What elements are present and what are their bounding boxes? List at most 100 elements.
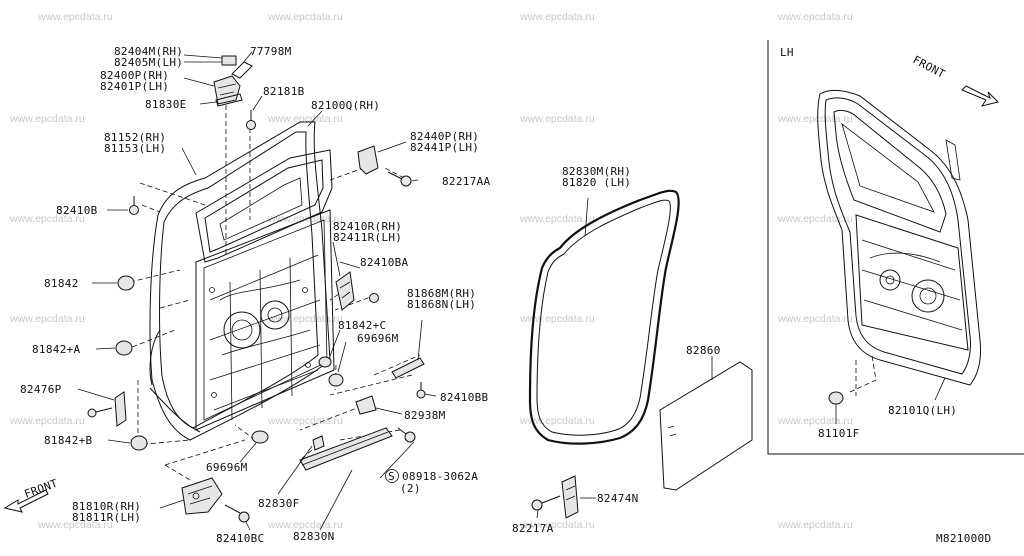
front-label: FRONT — [911, 53, 948, 81]
watermark: www.epcdata.ru — [267, 11, 343, 23]
watermark: www.epcdata.ru — [777, 213, 853, 225]
striker-bracket — [357, 145, 379, 175]
latch-part — [335, 271, 355, 311]
watermark: www.epcdata.ru — [519, 519, 595, 531]
label-81830e: 81830E — [145, 98, 187, 111]
rh-door-panel — [149, 121, 335, 441]
label-81810r: 81810R(RH) — [72, 500, 141, 513]
clip-part — [312, 435, 325, 451]
guide-part — [114, 391, 127, 427]
label-82860: 82860 — [686, 344, 721, 357]
cover-part — [221, 55, 237, 66]
label-82441p: 82441P(LH) — [410, 141, 479, 154]
watermark: www.epcdata.ru — [777, 11, 853, 23]
label-s-symbol: S — [388, 470, 395, 483]
label-81868n: 81868N(LH) — [407, 298, 476, 311]
label-82830m: 82830M(RH) — [562, 165, 631, 178]
bolt-part — [246, 120, 256, 130]
label-82474n: 82474N — [597, 492, 639, 505]
label-81153: 81153(LH) — [104, 142, 166, 155]
label-82404m: 82404M(RH) — [114, 45, 183, 58]
trim-strip — [299, 427, 393, 471]
bolt-part — [369, 293, 379, 303]
bracket-part — [561, 475, 579, 519]
label-08918: 08918-3062A — [402, 470, 478, 483]
label-81842b: 81842+B — [44, 434, 93, 447]
watermark: www.epcdata.ru — [267, 213, 343, 225]
front-arrow-main: FRONT — [3, 477, 60, 513]
label-82410r: 82410R(RH) — [333, 220, 402, 233]
plug-part — [828, 391, 844, 405]
label-82476p: 82476P — [20, 383, 62, 396]
bumper-part — [318, 356, 332, 368]
watermark: www.epcdata.ru — [267, 415, 343, 427]
weatherstrip-seal — [528, 189, 680, 445]
roller-hinge-part — [213, 75, 241, 105]
bolt-part — [238, 511, 250, 523]
bolt-part — [129, 205, 139, 215]
bolt-part — [531, 499, 543, 511]
label-82401p: 82401P(LH) — [100, 80, 169, 93]
label-77798m: 77798M — [250, 45, 292, 58]
plug-part — [251, 430, 269, 444]
watermark: www.epcdata.ru — [37, 519, 113, 531]
lh-inset-frame: LH FRONT — [767, 40, 1024, 455]
watermark: www.epcdata.ru — [9, 113, 85, 125]
label-81842a: 81842+A — [32, 343, 81, 356]
label-82410bb: 82410BB — [440, 391, 489, 404]
bracket-part — [355, 395, 377, 415]
watermark: www.epcdata.ru — [519, 11, 595, 23]
label-82410b: 82410B — [56, 204, 98, 217]
front-arrow-inset: FRONT — [911, 53, 999, 107]
watermark: www.epcdata.ru — [267, 313, 343, 325]
label-82830f: 82830F — [258, 497, 300, 510]
guide-part — [391, 357, 425, 379]
label-69696m-b: 69696M — [206, 461, 248, 474]
lh-door-panel — [817, 89, 981, 386]
watermark: www.epcdata.ru — [37, 11, 113, 23]
bumper-part — [117, 275, 135, 291]
label-81842: 81842 — [44, 277, 79, 290]
label-81152: 81152(RH) — [104, 131, 166, 144]
inset-lh-label: LH — [780, 46, 794, 59]
watermark: www.epcdata.ru — [9, 415, 85, 427]
label-81820: 81820 (LH) — [562, 176, 631, 189]
watermark: www.epcdata.ru — [9, 213, 85, 225]
label-81868m: 81868M(RH) — [407, 287, 476, 300]
label-08918-qty: (2) — [400, 482, 421, 495]
diagram-code: M821000D — [936, 532, 991, 545]
label-81101f: 81101F — [818, 427, 860, 440]
label-82411r: 82411R(LH) — [333, 231, 402, 244]
watermark: www.epcdata.ru — [519, 415, 595, 427]
check-link-parts — [531, 475, 596, 519]
label-82830n: 82830N — [293, 530, 335, 543]
leader-lines — [77, 51, 437, 531]
watermark: www.epcdata.ru — [777, 415, 853, 427]
bolt-part — [404, 431, 416, 443]
watermark: www.epcdata.ru — [777, 519, 853, 531]
label-82938m: 82938M — [404, 409, 446, 422]
plug-part — [328, 373, 344, 387]
watermark: www.epcdata.ru — [519, 213, 595, 225]
bumper-part — [115, 340, 133, 356]
lh-door-parts — [828, 355, 946, 424]
watermark: www.epcdata.ru — [519, 113, 595, 125]
bumper-part — [130, 435, 148, 451]
label-82400p: 82400P(RH) — [100, 69, 169, 82]
label-82410bc: 82410BC — [216, 532, 264, 545]
small-parts — [87, 55, 426, 523]
watermark: www.epcdata.ru — [777, 313, 853, 325]
lower-roller-assembly — [181, 477, 223, 515]
bolt-part — [416, 389, 426, 399]
watermark: www.epcdata.ru — [267, 113, 343, 125]
label-82440p: 82440P(RH) — [410, 130, 479, 143]
door-trim-panel-82860 — [659, 361, 753, 491]
label-82217aa: 82217AA — [442, 175, 491, 188]
label-81811r: 81811R(LH) — [72, 511, 141, 524]
watermark: www.epcdata.ru — [519, 313, 595, 325]
label-82100q: 82100Q(RH) — [311, 99, 380, 112]
label-82181b: 82181B — [263, 85, 305, 98]
watermark: www.epcdata.ru — [9, 313, 85, 325]
label-82410ba: 82410BA — [360, 256, 409, 269]
